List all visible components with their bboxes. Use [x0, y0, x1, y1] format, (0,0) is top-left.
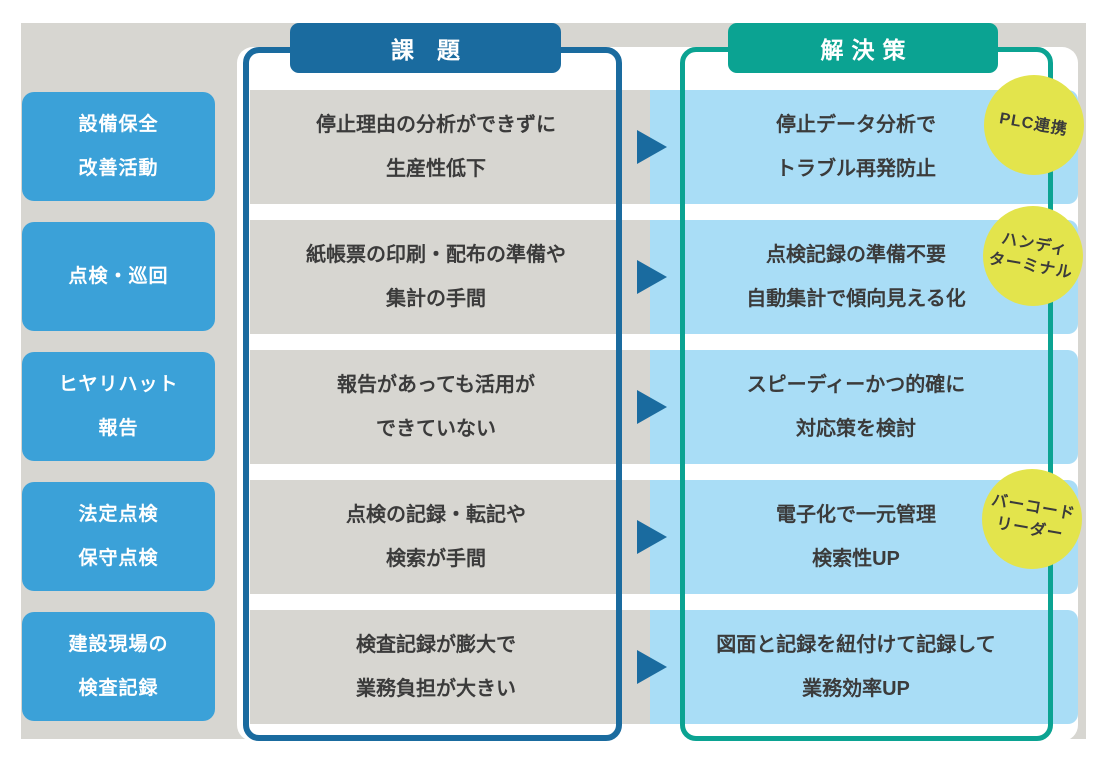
problem-band	[250, 90, 650, 204]
solution-text: 停止データ分析で トラブル再発防止	[776, 114, 936, 180]
problem-band	[250, 350, 650, 464]
badge-barcode-reader: バーコード リーダー	[982, 469, 1082, 569]
problem-band	[250, 610, 650, 724]
row-statutory-inspection: 法定点検 保守点検 点検の記録・転記や 検索が手間 電子化で一元管理 検索性UP	[0, 480, 1100, 594]
arrow-right-icon	[637, 650, 667, 684]
solution-band	[650, 350, 1078, 464]
row-construction-records: 建設現場の 検査記録 検査記録が膨大で 業務負担が大きい 図面と記録を紐付けて記…	[0, 610, 1100, 724]
challenge-header: 課題	[290, 23, 561, 73]
problem-text: 停止理由の分析ができずに 生産性低下	[316, 114, 556, 180]
row-near-miss-report: ヒヤリハット 報告 報告があっても活用が できていない スピーディーかつ的確に …	[0, 350, 1100, 464]
badge-label: バーコード リーダー	[990, 492, 1078, 544]
category-label: 建設現場の 検査記録	[22, 612, 215, 721]
badge-plc-link: PLC連携	[984, 75, 1084, 175]
solution-band	[650, 610, 1078, 724]
solution-text: 電子化で一元管理 検索性UP	[776, 504, 936, 570]
badge-handy-terminal: ハンディ ターミナル	[983, 206, 1083, 306]
problem-band	[250, 480, 650, 594]
category-label: 設備保全 改善活動	[22, 92, 215, 201]
solution-text: スピーディーかつ的確に 対応策を検討	[746, 374, 966, 440]
badge-label: ハンディ ターミナル	[987, 230, 1075, 283]
challenge-column-border	[243, 47, 622, 741]
badge-label: PLC連携	[998, 110, 1070, 140]
arrow-right-icon	[637, 520, 667, 554]
arrow-right-icon	[637, 130, 667, 164]
solution-text: 点検記録の準備不要 自動集計で傾向見える化	[746, 244, 966, 310]
solution-text: 図面と記録を紐付けて記録して 業務効率UP	[716, 634, 996, 700]
problem-text: 点検の記録・転記や 検索が手間	[346, 504, 526, 570]
category-label: 法定点検 保守点検	[22, 482, 215, 591]
category-label: ヒヤリハット 報告	[22, 352, 215, 461]
category-label: 点検・巡回	[22, 222, 215, 331]
problem-band	[250, 220, 650, 334]
solution-header: 解決策	[728, 23, 998, 73]
arrow-right-icon	[637, 260, 667, 294]
problem-text: 検査記録が膨大で 業務負担が大きい	[356, 634, 516, 700]
problem-text: 報告があっても活用が できていない	[337, 374, 535, 440]
problem-text: 紙帳票の印刷・配布の準備や 集計の手間	[306, 244, 566, 310]
arrow-right-icon	[637, 390, 667, 424]
